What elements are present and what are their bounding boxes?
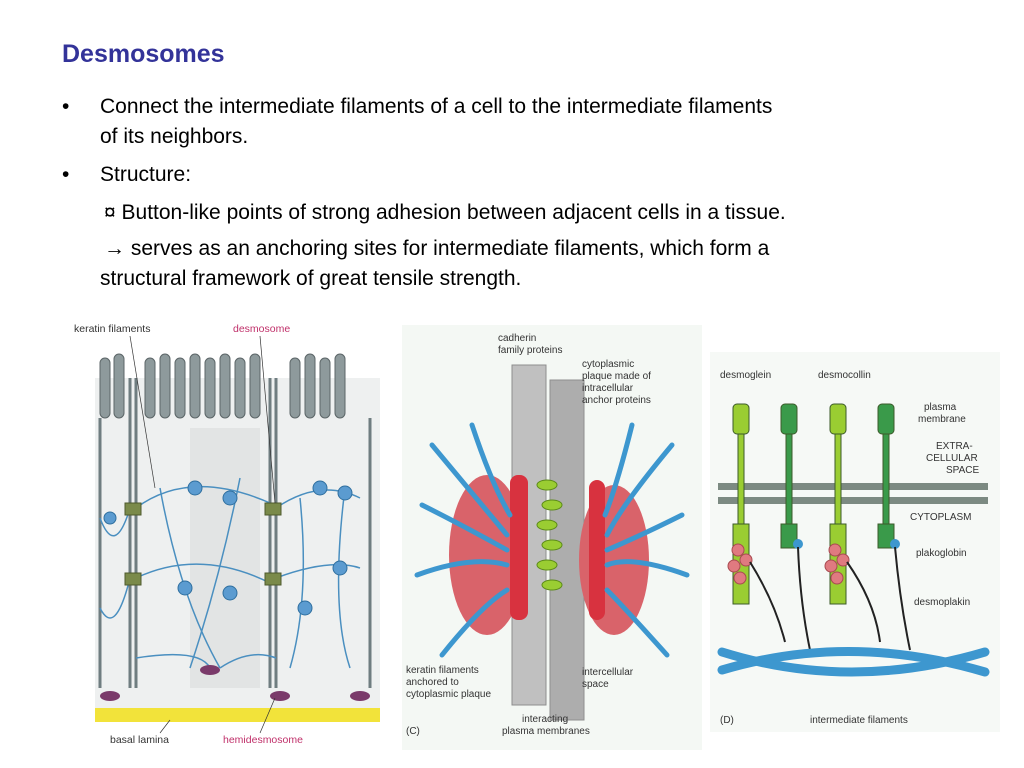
label-plaque-3: intracellular bbox=[582, 383, 634, 394]
bullet-text-2: Structure: bbox=[100, 163, 192, 186]
label-hemidesmosome: hemidesmosome bbox=[223, 734, 303, 746]
sub-point-2-cont: structural framework of great tensile st… bbox=[100, 267, 522, 290]
bullet-text-1-cont: of its neighbors. bbox=[100, 125, 249, 148]
bullet-marker: • bbox=[62, 95, 70, 118]
bullet-text-1: Connect the intermediate filaments of a … bbox=[100, 95, 773, 118]
label-basal-lamina: basal lamina bbox=[110, 734, 169, 746]
label-desmosome: desmosome bbox=[233, 323, 290, 335]
label-keratin-anchored-3: cytoplasmic plaque bbox=[406, 689, 491, 700]
label-extra: EXTRA- bbox=[936, 441, 973, 452]
label-keratin-anchored: keratin filaments bbox=[406, 665, 479, 676]
sub-point-2: → serves as an anchoring sites for inter… bbox=[104, 237, 770, 260]
label-desmoplakin: desmoplakin bbox=[914, 597, 970, 608]
label-interacting-2: plasma membranes bbox=[502, 726, 590, 737]
label-intermediate-filaments: intermediate filaments bbox=[810, 715, 908, 726]
figure-a-epithelium: keratin filaments desmosome basal lamina… bbox=[74, 323, 380, 746]
label-plaque: cytoplasmic bbox=[582, 359, 634, 370]
panel-label-d: (D) bbox=[720, 715, 734, 726]
label-plasma: plasma bbox=[924, 402, 957, 413]
label-plaque-2: plaque made of bbox=[582, 371, 651, 382]
slide-title: Desmosomes bbox=[62, 40, 225, 68]
label-keratin-anchored-2: anchored to bbox=[406, 677, 459, 688]
label-intercellular: intercellular bbox=[582, 667, 634, 678]
label-plakoglobin: plakoglobin bbox=[916, 548, 967, 559]
label-cadherin-2: family proteins bbox=[498, 345, 562, 356]
label-membrane: membrane bbox=[918, 414, 966, 425]
label-cadherin: cadherin bbox=[498, 333, 536, 344]
figure-d-molecular: desmoglein desmocollin plasma membrane E… bbox=[710, 352, 1000, 732]
label-desmoglein: desmoglein bbox=[720, 370, 771, 381]
label-plaque-4: anchor proteins bbox=[582, 395, 651, 406]
label-intercellular-2: space bbox=[582, 679, 609, 690]
label-desmocollin: desmocollin bbox=[818, 370, 871, 381]
label-space: SPACE bbox=[946, 465, 979, 476]
label-cellular: CELLULAR bbox=[926, 453, 978, 464]
figure-c-desmosome-structure: cadherin family proteins cytoplasmic pla… bbox=[402, 325, 702, 750]
label-keratin-filaments: keratin filaments bbox=[74, 323, 150, 335]
label-interacting: interacting bbox=[522, 714, 568, 725]
bullet-marker: • bbox=[62, 163, 70, 186]
panel-label-c: (C) bbox=[406, 726, 420, 737]
sub-point-1: ¤ Button-like points of strong adhesion … bbox=[104, 201, 786, 224]
label-cytoplasm: CYTOPLASM bbox=[910, 512, 972, 523]
